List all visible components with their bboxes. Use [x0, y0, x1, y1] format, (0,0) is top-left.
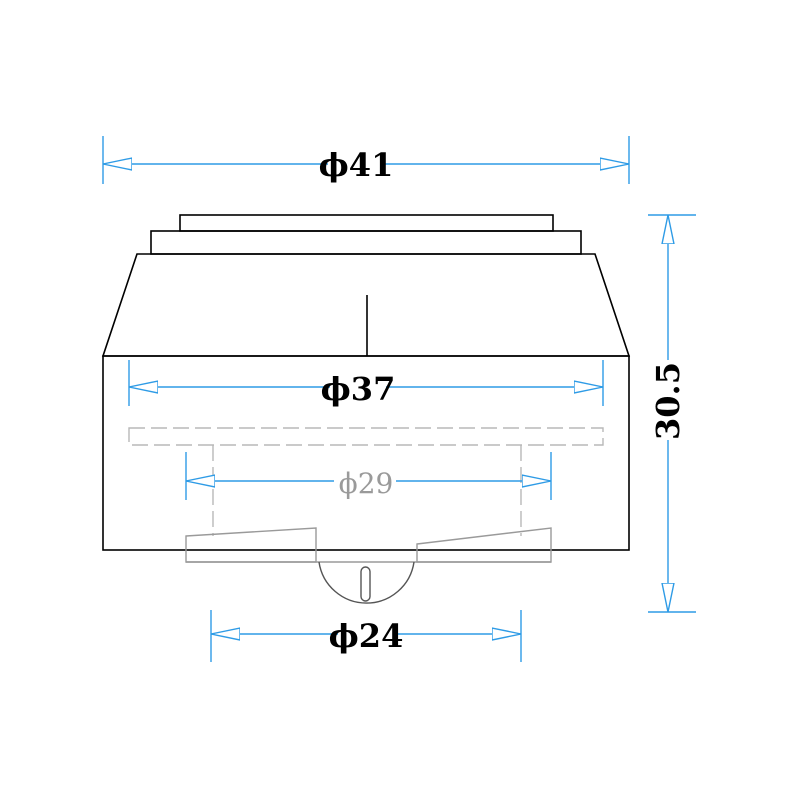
top-cap — [179, 214, 554, 232]
dimension-body-diameter: ϕ37 — [128, 360, 604, 408]
dimension-inner-diameter: ϕ29 — [185, 452, 552, 500]
left-clip — [185, 527, 317, 563]
tapered-section — [101, 253, 631, 357]
main-body — [102, 355, 630, 551]
hidden-features — [128, 427, 604, 536]
label-body-diameter: ϕ37 — [321, 370, 396, 408]
bottom-knob — [318, 561, 415, 604]
hidden-groove — [128, 427, 604, 446]
label-height: 30.5 — [649, 362, 687, 440]
dimension-outer-diameter: ϕ41 — [102, 136, 630, 184]
top-flange — [150, 230, 582, 255]
label-outer-diameter: ϕ41 — [319, 146, 394, 184]
dimension-bottom-diameter: ϕ24 — [210, 610, 522, 662]
label-bottom-diameter: ϕ24 — [329, 617, 404, 655]
part-outline — [101, 214, 631, 551]
bottom-features — [185, 527, 552, 604]
label-inner-diameter: ϕ29 — [339, 467, 394, 500]
dimension-height: 30.5 — [648, 214, 696, 613]
right-clip — [416, 527, 552, 563]
knob-slot — [360, 566, 371, 602]
